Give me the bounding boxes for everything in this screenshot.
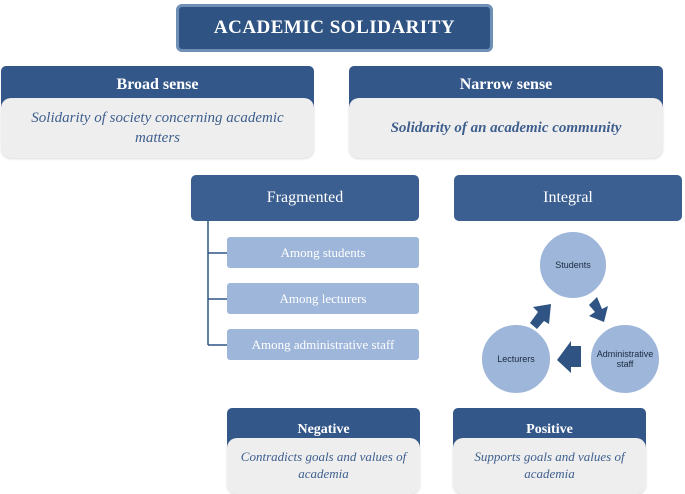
- cycle-node-administrative-staff: Administrative staff: [589, 323, 661, 395]
- cycle-node-students: Students: [538, 230, 608, 300]
- fragmented-header: Fragmented: [191, 175, 419, 221]
- integral-header: Integral: [454, 175, 682, 221]
- cycle-arrow-icon: [557, 341, 581, 373]
- diagram-title: ACADEMIC SOLIDARITY: [176, 4, 493, 52]
- negative-description: Contradicts goals and values of academia: [227, 438, 420, 494]
- fragmented-item-students: Among students: [227, 237, 419, 268]
- narrow-sense-description: Solidarity of an academic community: [349, 98, 663, 158]
- cycle-arrow-icon: [589, 297, 608, 322]
- fragmented-item-administrative-staff: Among administrative staff: [227, 329, 419, 360]
- cycle-node-lecturers: Lecturers: [480, 323, 552, 395]
- fragmented-item-lecturers: Among lecturers: [227, 283, 419, 314]
- positive-description: Supports goals and values of academia: [453, 438, 646, 494]
- broad-sense-description: Solidarity of society concerning academi…: [1, 98, 314, 158]
- cycle-arrow-icon: [530, 304, 551, 329]
